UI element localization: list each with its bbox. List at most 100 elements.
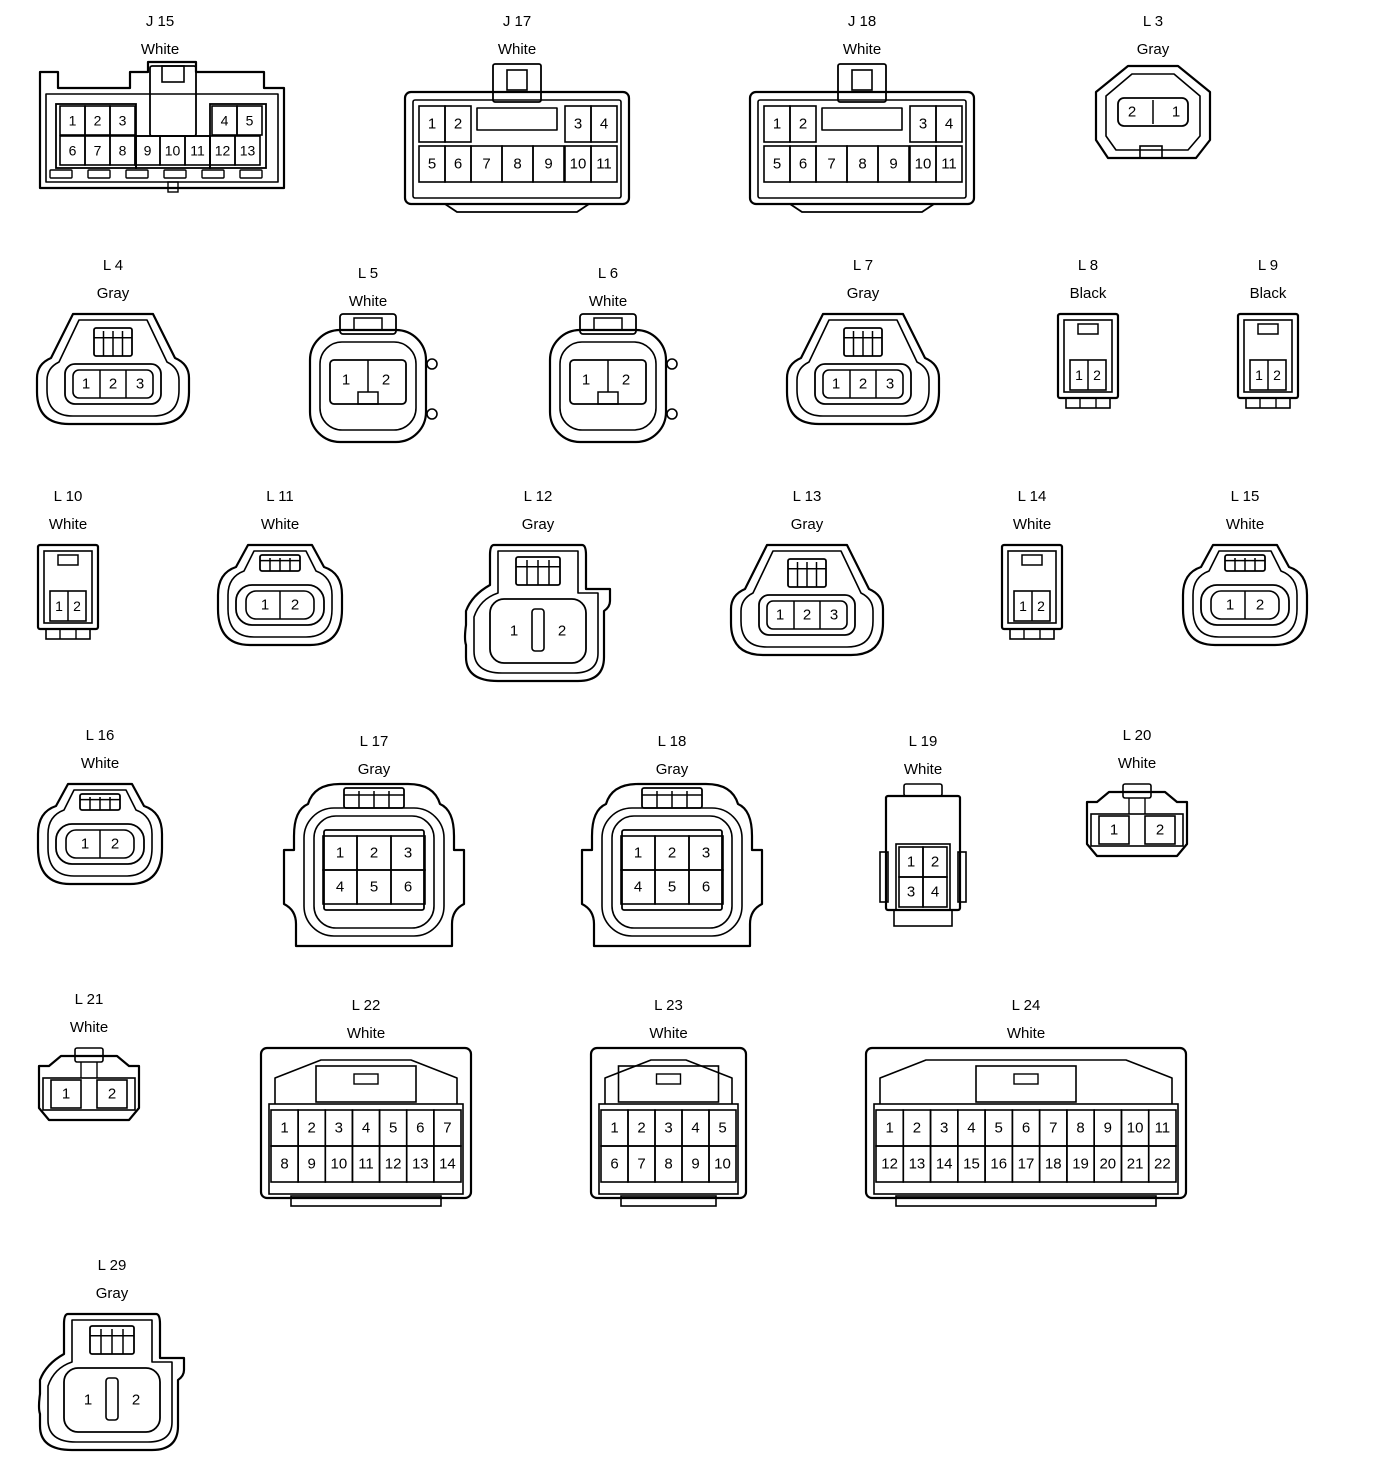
connector-color-label: White [261, 516, 299, 533]
pin-number: 12 [215, 143, 231, 159]
pin-number: 10 [570, 156, 587, 173]
connector-code-label: L 13 [793, 488, 822, 505]
connector-color-label: White [1226, 516, 1264, 533]
pin-number: 10 [165, 143, 181, 159]
connector-code-label: L 9 [1258, 257, 1278, 274]
pin-number: 8 [858, 156, 866, 173]
connector-color-label: White [649, 1025, 687, 1042]
pin-number: 3 [940, 1120, 948, 1137]
pin-number: 3 [119, 113, 127, 129]
pin-number: 15 [963, 1156, 980, 1173]
pin-number: 1 [342, 372, 350, 389]
connector-code-label: L 20 [1123, 727, 1152, 744]
pin-number: 4 [634, 879, 642, 896]
connector-code-label: J 15 [146, 13, 174, 30]
connector-code-label: L 14 [1018, 488, 1047, 505]
connector-code-label: L 24 [1012, 997, 1041, 1014]
connector-code-label: L 6 [598, 265, 618, 282]
pin-number: 4 [967, 1120, 975, 1137]
connector-color-label: White [141, 41, 179, 58]
pin-number: 5 [389, 1120, 397, 1137]
pin-number: 2 [668, 845, 676, 862]
pin-number: 1 [510, 623, 518, 640]
connector-code-label: L 17 [360, 733, 389, 750]
pin-number: 2 [370, 845, 378, 862]
pin-number: 1 [261, 597, 269, 614]
pin-number: 6 [610, 1156, 618, 1173]
pin-number: 7 [637, 1156, 645, 1173]
pin-number: 13 [412, 1156, 429, 1173]
pin-number: 4 [600, 116, 608, 133]
connector-color-label: White [904, 761, 942, 778]
connector-color-label: White [589, 293, 627, 310]
pin-number: 3 [404, 845, 412, 862]
pin-number: 4 [945, 116, 953, 133]
pin-number: 12 [385, 1156, 402, 1173]
connector-color-label: White [70, 1019, 108, 1036]
pin-number: 1 [582, 372, 590, 389]
pin-number: 3 [335, 1120, 343, 1137]
pin-number: 8 [1076, 1120, 1084, 1137]
pin-number: 1 [885, 1120, 893, 1137]
pin-number: 5 [773, 156, 781, 173]
pin-number: 1 [280, 1120, 288, 1137]
pin-number: 11 [596, 156, 612, 173]
connector-color-label: Gray [847, 285, 880, 302]
pin-number: 3 [574, 116, 582, 133]
pin-number: 9 [1104, 1120, 1112, 1137]
pin-number: 8 [280, 1156, 288, 1173]
pin-number: 8 [119, 143, 127, 159]
connector-color-label: Gray [522, 516, 555, 533]
connector-color-label: Gray [1137, 41, 1170, 58]
pin-number: 11 [1155, 1120, 1171, 1137]
pin-number: 6 [69, 143, 77, 159]
pin-number: 8 [513, 156, 521, 173]
pin-number: 1 [773, 116, 781, 133]
pin-number: 4 [362, 1120, 370, 1137]
pin-number: 1 [1172, 104, 1180, 121]
pin-number: 17 [1018, 1156, 1035, 1173]
pin-number: 1 [634, 845, 642, 862]
pin-number: 3 [907, 884, 915, 901]
connector-code-label: L 4 [103, 257, 123, 274]
pin-number: 18 [1045, 1156, 1062, 1173]
connector-color-label: Gray [791, 516, 824, 533]
pin-number: 7 [482, 156, 490, 173]
pin-number: 6 [416, 1120, 424, 1137]
pin-number: 7 [1049, 1120, 1057, 1137]
pin-number: 2 [108, 1086, 116, 1103]
pin-number: 22 [1154, 1156, 1171, 1173]
connector-color-label: White [347, 1025, 385, 1042]
pin-number: 2 [859, 376, 867, 393]
pin-number: 1 [610, 1120, 618, 1137]
pin-number: 2 [132, 1392, 140, 1409]
pin-number: 10 [1127, 1120, 1144, 1137]
pin-number: 2 [454, 116, 462, 133]
pin-number: 1 [907, 854, 915, 871]
pin-number: 5 [718, 1120, 726, 1137]
pin-number: 6 [702, 879, 710, 896]
pin-number: 2 [1037, 598, 1045, 614]
pin-number: 3 [664, 1120, 672, 1137]
connector-code-label: L 10 [54, 488, 83, 505]
connector-color-label: Black [1070, 285, 1107, 302]
pin-number: 2 [913, 1120, 921, 1137]
pin-number: 2 [1156, 822, 1164, 839]
pin-number: 21 [1127, 1156, 1144, 1173]
pin-number: 11 [190, 143, 205, 159]
